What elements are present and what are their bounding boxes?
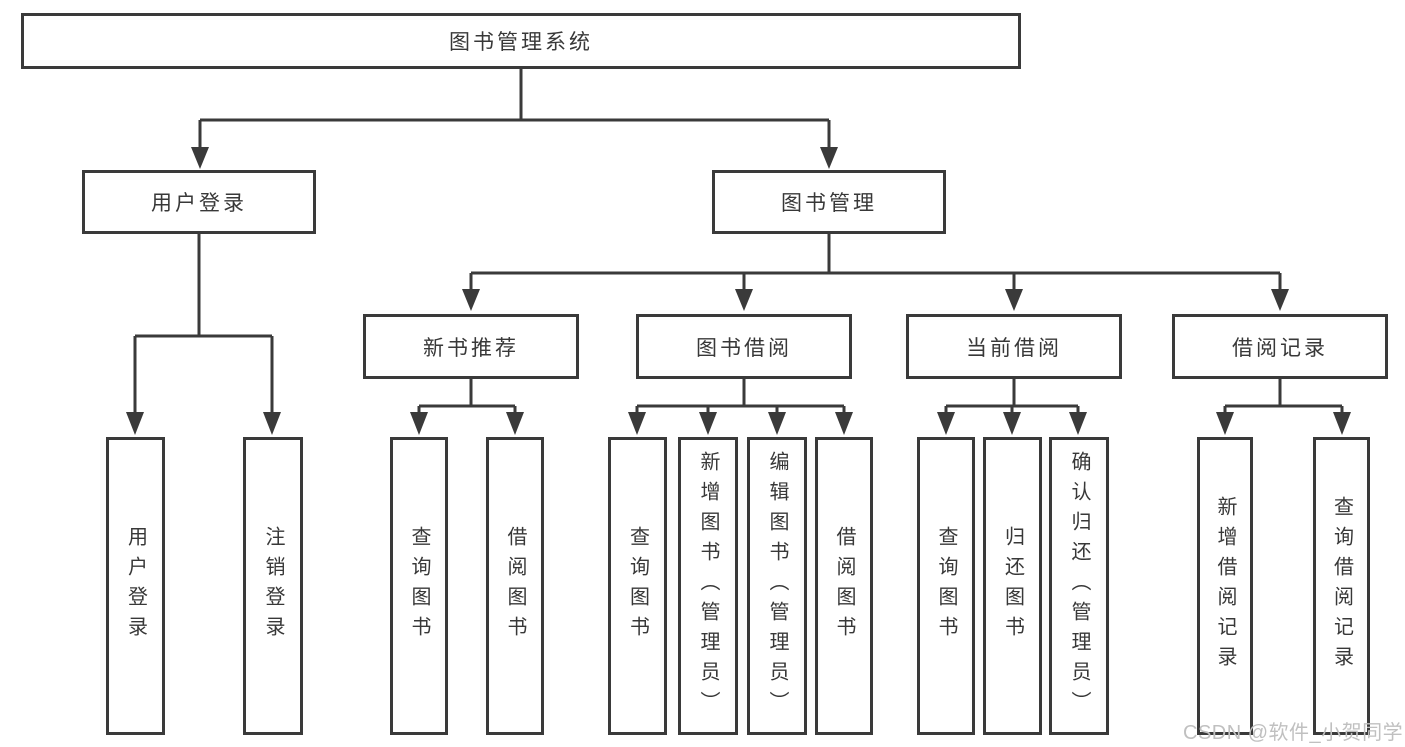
node-label: 新书推荐: [423, 336, 519, 360]
leaf-confirm-return-admin: 确认归还（管理员）: [1049, 437, 1109, 735]
leaf-query-books-3: 查询图书: [917, 437, 975, 735]
node-current-borrowing: 当前借阅: [906, 314, 1122, 379]
node-label: 编辑图书（管理员）: [766, 451, 788, 721]
node-label: 当前借阅: [966, 336, 1062, 360]
leaf-logout: 注销登录: [243, 437, 303, 735]
leaf-query-borrow-record: 查询借阅记录: [1313, 437, 1370, 735]
leaf-add-borrow-record: 新增借阅记录: [1197, 437, 1253, 735]
node-label: 借阅图书: [833, 526, 855, 646]
arrowheads: [126, 147, 1351, 435]
node-label: 图书管理系统: [449, 31, 593, 54]
node-label: 新增图书（管理员）: [697, 451, 719, 721]
leaf-borrow-books-1: 借阅图书: [486, 437, 544, 735]
node-label: 注销登录: [262, 526, 284, 646]
watermark: CSDN @软件_小贺同学: [1183, 722, 1404, 744]
node-system-root: 图书管理系统: [21, 13, 1021, 69]
node-label: 查询图书: [935, 526, 957, 646]
leaf-query-books-1: 查询图书: [390, 437, 448, 735]
node-label: 新增借阅记录: [1214, 496, 1236, 676]
node-label: 查询图书: [626, 526, 649, 646]
node-label: 确认归还（管理员）: [1068, 451, 1090, 721]
leaf-add-books-admin: 新增图书（管理员）: [678, 437, 738, 735]
node-label: 图书借阅: [696, 336, 792, 360]
node-label: 用户登录: [151, 192, 247, 215]
node-book-management-branch: 图书管理: [712, 170, 946, 234]
leaf-edit-books-admin: 编辑图书（管理员）: [747, 437, 807, 735]
leaf-user-login: 用户登录: [106, 437, 165, 735]
node-new-book-recommend: 新书推荐: [363, 314, 579, 379]
node-label: 借阅记录: [1232, 336, 1328, 360]
leaf-return-books: 归还图书: [983, 437, 1042, 735]
node-label: 用户登录: [124, 526, 147, 646]
node-borrowing-records: 借阅记录: [1172, 314, 1388, 379]
node-label: 借阅图书: [504, 526, 526, 646]
node-label: 查询图书: [408, 526, 430, 646]
node-book-borrowing: 图书借阅: [636, 314, 852, 379]
leaf-query-books-2: 查询图书: [608, 437, 667, 735]
node-label: 图书管理: [781, 192, 877, 215]
node-label: 归还图书: [1001, 526, 1024, 646]
node-label: 查询借阅记录: [1330, 496, 1353, 676]
node-user-login-branch: 用户登录: [82, 170, 316, 234]
leaf-borrow-books-2: 借阅图书: [815, 437, 873, 735]
